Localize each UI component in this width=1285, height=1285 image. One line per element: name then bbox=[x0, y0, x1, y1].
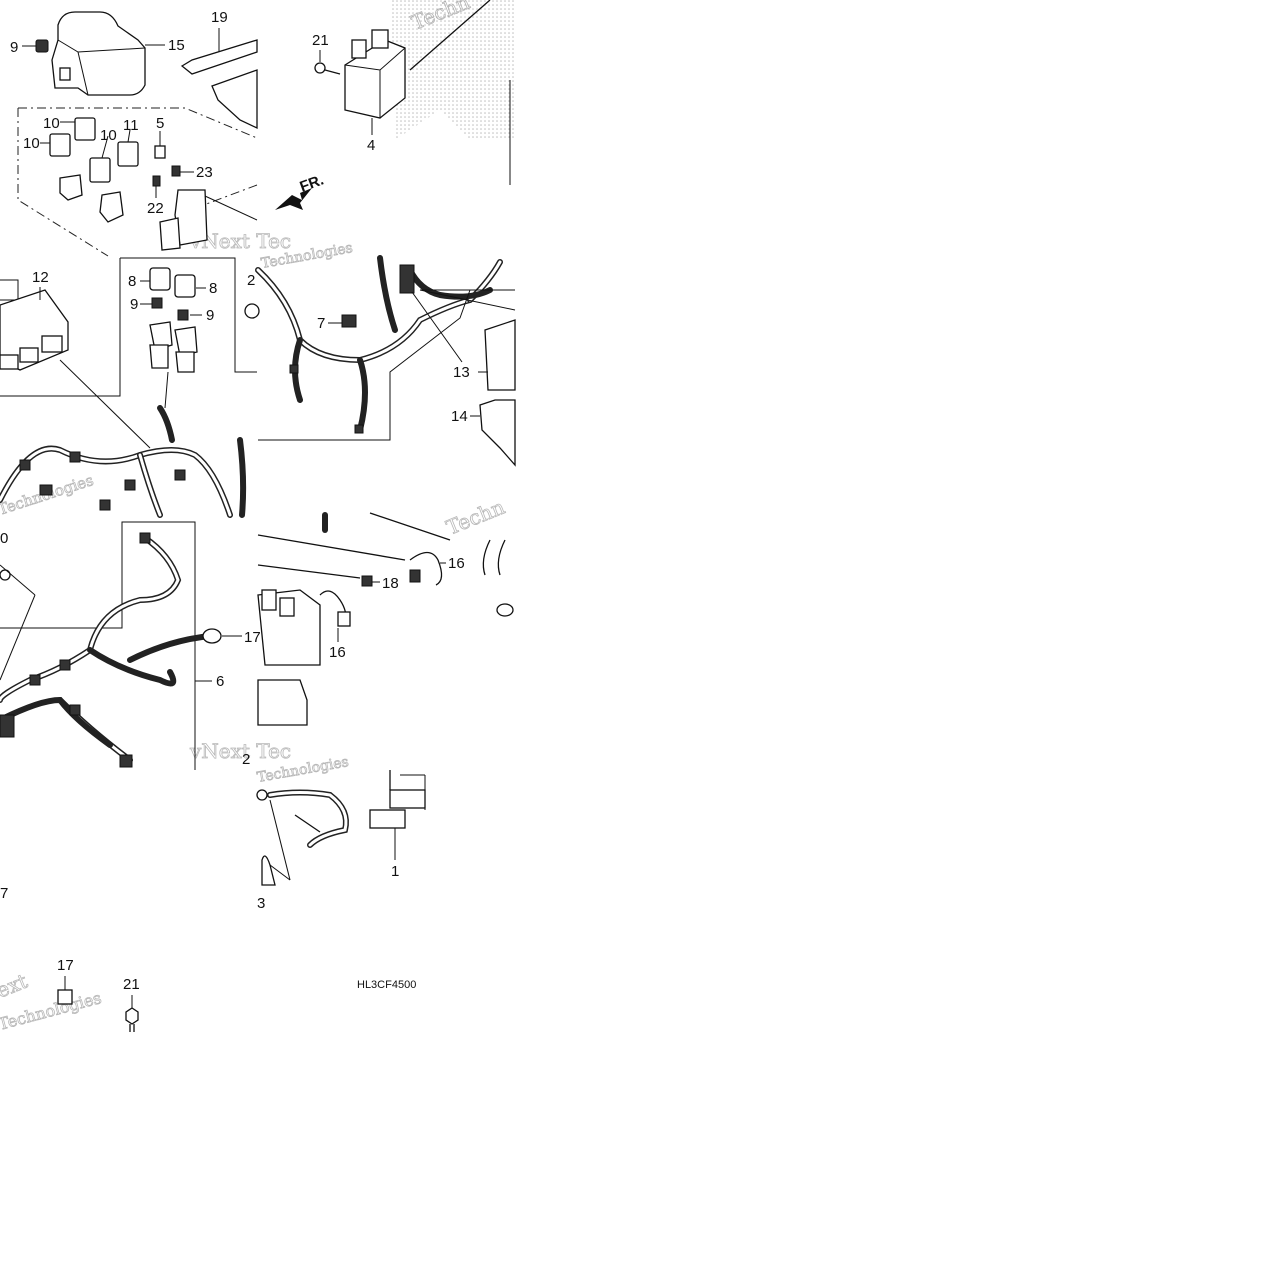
callout-number: 10 bbox=[23, 135, 40, 152]
callout-number: 23 bbox=[196, 164, 213, 181]
watermark-text: Techn bbox=[443, 495, 508, 540]
watermark-text: vNext Tec bbox=[189, 739, 291, 763]
callout-number: 19 bbox=[211, 9, 228, 26]
callout-number: 14 bbox=[451, 408, 468, 425]
callout-number: 12 bbox=[32, 269, 49, 286]
control-module-12 bbox=[0, 287, 69, 371]
callout-number: 0 bbox=[0, 530, 8, 547]
clip-17 bbox=[202, 628, 242, 644]
ignition-coil-assembly bbox=[256, 770, 426, 886]
fuse-box-cover bbox=[51, 11, 146, 96]
callout-number: 21 bbox=[312, 32, 329, 49]
callout-number: 7 bbox=[317, 315, 325, 332]
watermark-text: ext bbox=[0, 969, 31, 1003]
wire-harness-lower bbox=[0, 532, 213, 768]
front-direction-arrow-icon: FR. bbox=[275, 172, 326, 210]
hose bbox=[482, 539, 514, 617]
callout-number: 11 bbox=[123, 117, 139, 134]
drawing-code: HL3CF4500 bbox=[357, 979, 416, 991]
callout-number: 16 bbox=[448, 555, 465, 572]
watermark-dot-pattern bbox=[390, 0, 515, 140]
watermark-layer: Techn vNext Tec Technologies Technologie… bbox=[0, 0, 509, 1034]
callout-number: 6 bbox=[216, 673, 224, 690]
callout-number: 2 bbox=[247, 272, 255, 289]
callout-number: 9 bbox=[206, 307, 214, 324]
bolt-21-bottom bbox=[125, 995, 139, 1032]
cover-19 bbox=[180, 28, 258, 130]
connector-group bbox=[149, 267, 198, 373]
callout-number: 4 bbox=[367, 137, 375, 154]
callout-number: 9 bbox=[130, 296, 138, 313]
callout-labels: 9 15 19 21 4 10 10 10 11 5 23 22 12 8 8 … bbox=[0, 9, 470, 993]
callout-number: 2 bbox=[242, 751, 250, 768]
connector-7 bbox=[328, 314, 357, 328]
ecu-lower bbox=[257, 589, 321, 726]
bolt-21 bbox=[314, 50, 341, 75]
callout-number: 8 bbox=[128, 273, 136, 290]
ecu-13 bbox=[478, 319, 516, 391]
leader-line bbox=[409, 0, 491, 71]
callout-number: 5 bbox=[156, 115, 164, 132]
callout-number: 1 bbox=[391, 863, 399, 880]
callout-number: 9 bbox=[10, 39, 18, 56]
relay-group bbox=[49, 117, 258, 251]
wire-harness-right bbox=[255, 255, 503, 434]
grommet-9 bbox=[35, 39, 49, 53]
ecu-unit-4 bbox=[344, 29, 406, 135]
callout-number: 17 bbox=[244, 629, 261, 646]
wire-harness bbox=[0, 405, 247, 518]
callout-number: 15 bbox=[168, 37, 185, 54]
callout-number: 7 bbox=[0, 885, 8, 902]
callout-number: 3 bbox=[257, 895, 265, 912]
callout-number: 13 bbox=[453, 364, 470, 381]
callout-number: 16 bbox=[329, 644, 346, 661]
callout-number: 18 bbox=[382, 575, 399, 592]
callout-number: 8 bbox=[209, 280, 217, 297]
callout-number: 22 bbox=[147, 200, 164, 217]
callout-number: 10 bbox=[100, 127, 117, 144]
callout-number: 17 bbox=[57, 957, 74, 974]
svg-text:FR.: FR. bbox=[298, 172, 327, 196]
wire-clip-16a bbox=[409, 551, 446, 586]
wire-clip-16b bbox=[319, 590, 351, 642]
clip-18 bbox=[361, 575, 380, 587]
bracket-14 bbox=[470, 399, 516, 467]
callout-number: 10 bbox=[43, 115, 60, 132]
callout-number: 21 bbox=[123, 976, 140, 993]
clip-17-bottom bbox=[57, 976, 73, 1005]
